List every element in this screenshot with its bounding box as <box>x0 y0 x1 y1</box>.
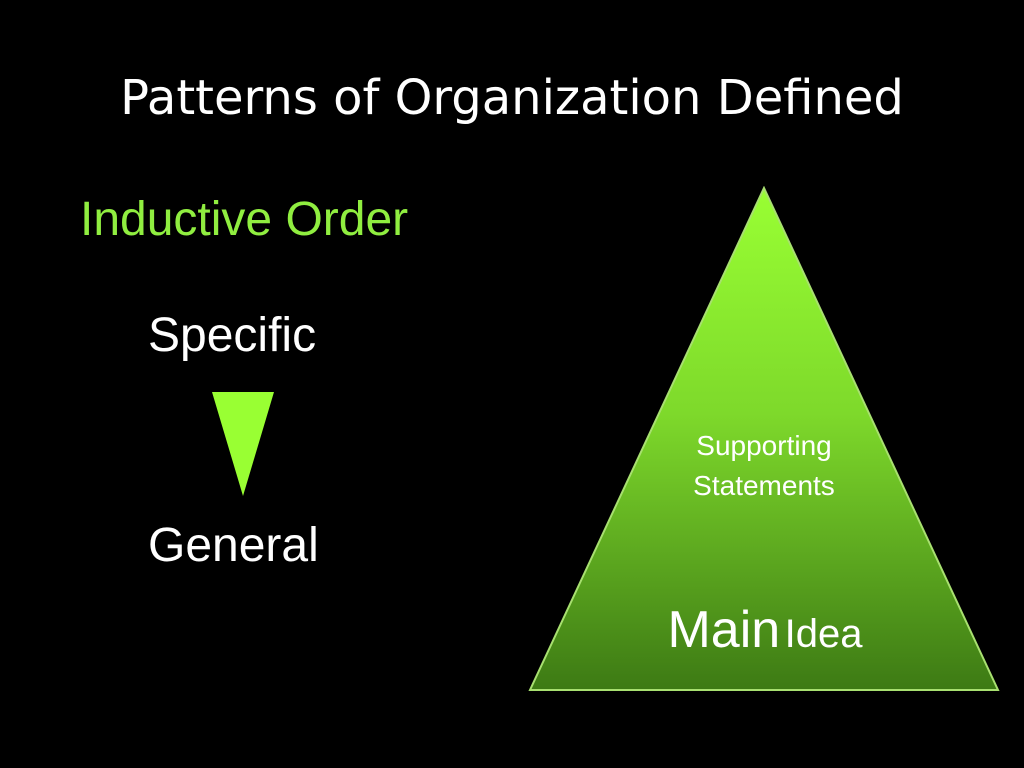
slide-title: Patterns of Organization Defined <box>120 70 904 126</box>
main-idea-word-idea: Idea <box>784 612 863 656</box>
supporting-line-1: Supporting <box>696 430 832 461</box>
main-idea-word-main: Main <box>667 601 781 659</box>
supporting-statements-label: Supporting Statements <box>664 426 864 506</box>
specific-label: Specific <box>148 309 317 362</box>
down-arrow-shape <box>212 392 274 496</box>
pyramid-triangle <box>528 186 1000 691</box>
main-idea-label: Main Idea <box>600 600 930 673</box>
general-label: General <box>148 519 319 572</box>
supporting-line-2: Statements <box>693 470 835 501</box>
down-arrow-icon <box>212 392 274 496</box>
slide-subtitle: Inductive Order <box>80 193 409 246</box>
pyramid-shape <box>528 186 1000 691</box>
